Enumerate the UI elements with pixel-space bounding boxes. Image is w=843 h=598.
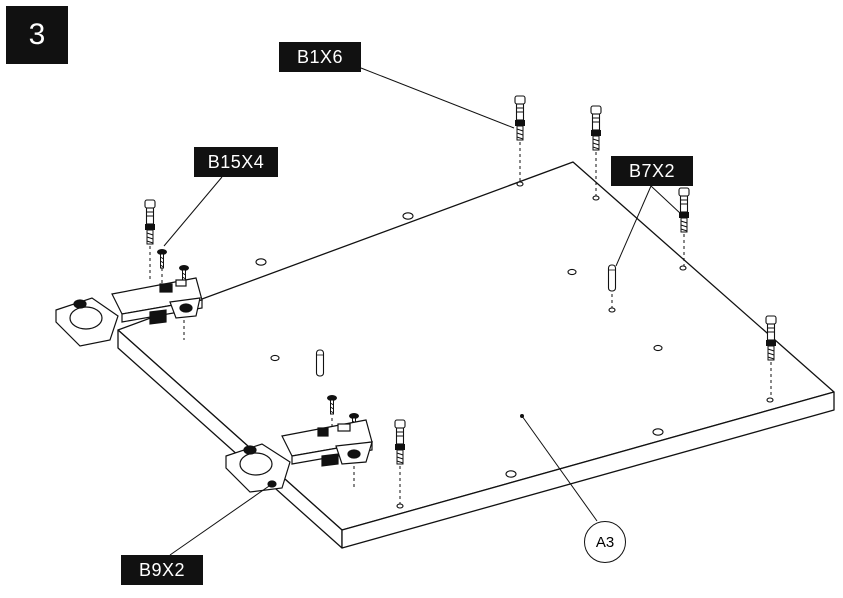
dowel-2 [315, 349, 325, 377]
cam-bolt-1 [514, 95, 526, 141]
cam-bolt-4 [765, 315, 777, 361]
cam-bolt-2 [590, 105, 602, 151]
callout-b9x2: B9X2 [121, 555, 203, 585]
cam-bolt-3 [678, 187, 690, 233]
dowel-1 [607, 264, 617, 292]
hinge-1 [55, 277, 203, 347]
part-pointer-dot [520, 414, 524, 418]
panel-holes [255, 181, 774, 509]
callout-b7x2: B7X2 [611, 156, 693, 186]
panel-right-edge [341, 391, 835, 549]
callout-b15x4: B15X4 [194, 147, 278, 177]
cam-bolt-6 [394, 419, 406, 465]
panel-top-face [117, 161, 835, 531]
screw-1 [156, 248, 168, 269]
step-number: 3 [6, 6, 68, 64]
part-label-a3: A3 [584, 521, 626, 563]
callout-b1x6: B1X6 [279, 42, 361, 72]
cam-bolt-5 [144, 199, 156, 245]
leader-lines [163, 67, 682, 556]
